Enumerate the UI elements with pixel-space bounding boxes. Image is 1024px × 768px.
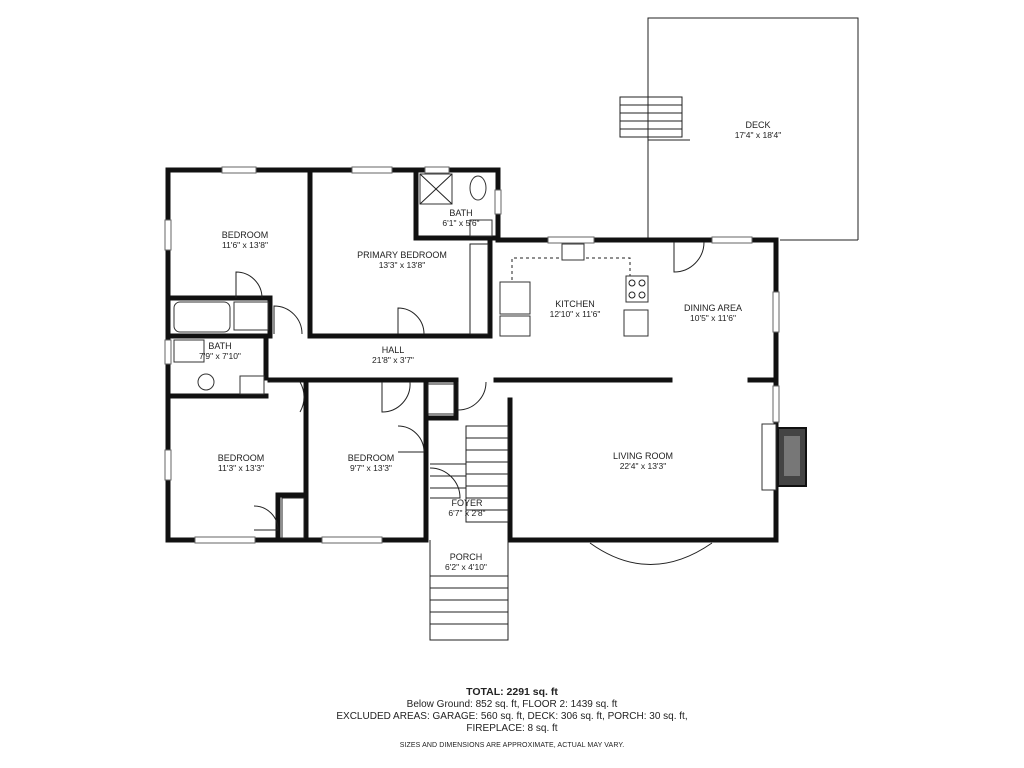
west-bath-fixtures (173, 301, 269, 395)
living-room-dims: 22'4" x 13'3" (620, 461, 667, 471)
porch-dims: 6'2" x 4'10" (445, 562, 487, 572)
bedroom-sw-dims: 11'3" x 13'3" (218, 463, 264, 473)
deck-stairs (619, 96, 683, 138)
primary-bedroom-label: PRIMARY BEDROOM (357, 250, 447, 260)
door-swings (235, 241, 705, 531)
bedroom-nw-dims: 11'6" x 13'8" (222, 240, 268, 250)
bay-window (589, 542, 713, 565)
excluded-areas: EXCLUDED AREAS: GARAGE: 560 sq. ft, DECK… (336, 711, 688, 722)
bath-upper-label: BATH (449, 208, 472, 218)
upper-bath-fixtures (419, 173, 493, 237)
bedroom-s-dims: 9'7" x 13'3" (350, 463, 392, 473)
bedroom-nw-label: BEDROOM (222, 230, 269, 240)
foyer-dims: 6'7" x 2'8" (448, 508, 485, 518)
total-area: TOTAL: 2291 sq. ft (466, 686, 558, 698)
bedroom-sw-label: BEDROOM (218, 453, 265, 463)
disclaimer: SIZES AND DIMENSIONS ARE APPROXIMATE, AC… (399, 742, 625, 749)
deck-dims: 17'4" x 18'4" (735, 130, 782, 140)
bedroom-s-label: BEDROOM (348, 453, 395, 463)
kitchen-label: KITCHEN (555, 299, 595, 309)
floor-areas: Below Ground: 852 sq. ft, FLOOR 2: 1439 … (406, 699, 618, 710)
deck-label: DECK (745, 120, 770, 130)
hall-label: HALL (382, 345, 405, 355)
porch-label: PORCH (450, 552, 483, 562)
closets (281, 243, 489, 539)
windows (164, 166, 780, 544)
bath-west-dims: 7'9" x 7'10" (199, 351, 241, 361)
porch (429, 540, 509, 641)
interior-stairs (430, 425, 509, 523)
primary-bedroom-dims: 13'3" x 13'8" (379, 260, 426, 270)
dining-area-dims: 10'5" x 11'6" (690, 313, 736, 323)
bath-upper-dims: 6'1" x 5'6" (442, 218, 479, 228)
kitchen-fixtures (499, 243, 649, 337)
interior-walls (167, 169, 779, 543)
fireplace (761, 423, 807, 491)
living-room-label: LIVING ROOM (613, 451, 673, 461)
foyer-label: FOYER (451, 498, 483, 508)
fireplace-area: FIREPLACE: 8 sq. ft (466, 723, 558, 734)
dining-area-label: DINING AREA (684, 303, 742, 313)
kitchen-dims: 12'10" x 11'6" (550, 309, 601, 319)
bath-west-label: BATH (208, 341, 231, 351)
hall-dims: 21'8" x 3'7" (372, 355, 414, 365)
